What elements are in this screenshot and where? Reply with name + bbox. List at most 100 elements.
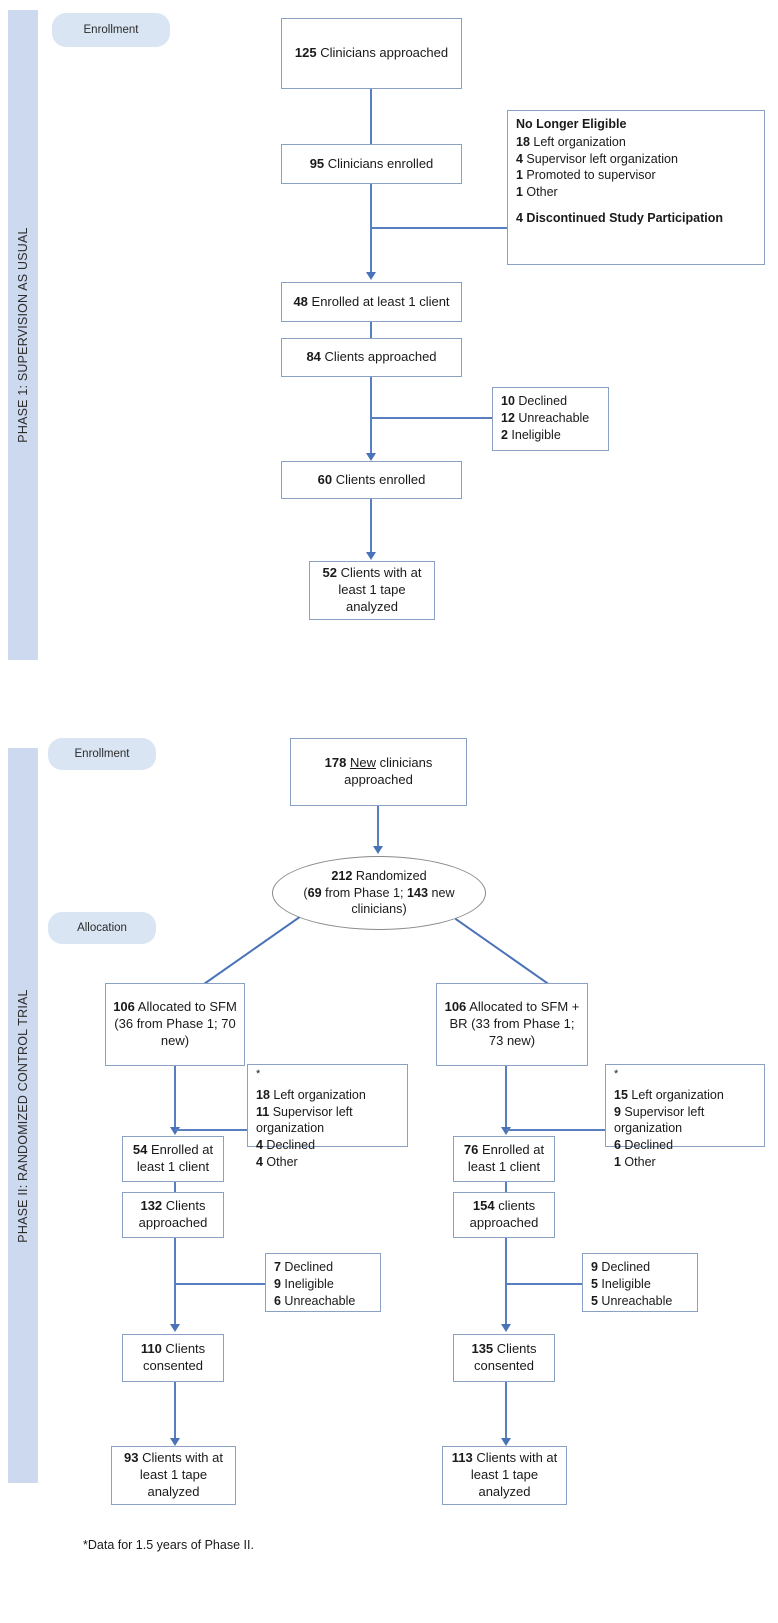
box-p1-no-longer-eligible-heading: No Longer Eligible: [516, 117, 627, 131]
arrowhead-p2-sfmbr-135-to-113: [501, 1438, 511, 1446]
arrowhead-p2-178-to-randomized: [373, 846, 383, 854]
box-p2-sfm-clients-consented-text: Clients consented: [143, 1341, 206, 1373]
box-p1-client-exclusions: 10 Declined 12 Unreachable 2 Ineligible: [492, 387, 609, 451]
box-p2-sfm-client-exclusions: 7 Declined 9 Ineligible 6 Unreachable: [265, 1253, 381, 1312]
phase2-band-label: PHASE II: RANDOMIZED CONTROL TRIAL: [16, 988, 30, 1243]
phase2-stage-pill-allocation: Allocation: [48, 912, 156, 944]
box-p2-sfm-clients-approached: 132 Clients approached: [122, 1192, 224, 1238]
connector-p2-sfm-132-to-exclusions: [175, 1283, 266, 1285]
exclusion-item: 9 Ineligible: [274, 1276, 334, 1291]
arrowhead-p1-84-to-60: [366, 453, 376, 461]
arrowhead-p2-sfm-alloc-to-54: [170, 1127, 180, 1135]
box-p2-sfm-tape-analyzed-count: 93: [123, 1450, 139, 1466]
ellipse-p2-randomized-count: 212: [331, 869, 353, 884]
box-p1-clients-approached: 84 Clients approached: [281, 338, 462, 377]
exclusion-item: 1 Other: [516, 185, 558, 199]
box-p1-enrolled-at-least-1-client-count: 48: [293, 293, 308, 309]
connector-p1-approached-to-enrolled: [370, 89, 372, 144]
connector-p1-84-to-exclusions: [371, 417, 493, 419]
exclusion-item: 5 Ineligible: [591, 1276, 651, 1291]
box-p2-sfm-allocated-count: 106: [113, 999, 135, 1015]
box-p2-new-underlined: New: [349, 755, 376, 771]
box-p1-clinicians-enrolled-count: 95: [309, 155, 325, 171]
ellipse-p2-detail-n1: 69: [307, 885, 322, 900]
box-p2-sfmbr-clients-approached: 154 clients approached: [453, 1192, 555, 1238]
connector-p2-sfmbr-alloc-to-exclusions: [506, 1129, 606, 1131]
box-p1-tape-analyzed: 52 Clients with at least 1 tape analyzed: [309, 561, 435, 620]
box-p1-clinicians-approached: 125 Clinicians approached: [281, 18, 462, 89]
phase1-stage-pill-enrollment-label: Enrollment: [83, 24, 139, 36]
box-p1-clinicians-enrolled-text: Clinicians enrolled: [324, 155, 434, 171]
figure-footnote: *Data for 1.5 years of Phase II.: [83, 1538, 254, 1552]
box-p1-clients-approached-count: 84: [306, 349, 321, 365]
box-p2-new-clinicians-count: 178: [324, 755, 347, 771]
box-p2-sfm-clients-approached-text: Clients approached: [138, 1198, 208, 1230]
box-p2-sfmbr-clients-consented: 135 Clients consented: [453, 1334, 555, 1382]
box-p2-sfmbr-tape-analyzed-text: Clients with at least 1 tape analyzed: [470, 1450, 558, 1499]
connector-p2-178-to-randomized: [377, 806, 379, 848]
phase1-band-label: PHASE 1: SUPERVISION AS USUAL: [16, 227, 30, 443]
box-p1-tape-analyzed-text: Clients with at least 1 tape analyzed: [336, 565, 422, 614]
asterisk-marker: *: [256, 1067, 261, 1080]
exclusion-item: 4 Declined: [256, 1138, 316, 1152]
exclusion-item: 11 Supervisor left organization: [256, 1104, 357, 1136]
exclusion-item: 6 Declined: [614, 1138, 674, 1152]
exclusion-item: 18 Left organization: [516, 134, 626, 149]
connector-p2-sfm-110-to-93: [174, 1382, 176, 1440]
arrowhead-p1-enrolled-to-48: [366, 272, 376, 280]
box-p2-sfmbr-clients-approached-text: clients approached: [469, 1198, 539, 1230]
box-p1-clinicians-approached-count: 125: [294, 45, 317, 61]
box-p2-sfmbr-enrolled-client-text: Enrolled at least 1 client: [467, 1142, 545, 1174]
connector-p1-enrolled-to-noteligible: [371, 227, 508, 229]
ellipse-p2-randomized-text: Randomized: [352, 869, 427, 884]
connector-p2-sfm-132-to-110: [174, 1238, 176, 1326]
box-p2-sfmbr-tape-analyzed-count: 113: [451, 1450, 473, 1466]
box-p2-new-clinicians-approached: 178 New clinicians approached: [290, 738, 467, 806]
ellipse-p2-detail-post: new clinicians): [351, 885, 455, 917]
box-p2-sfmbr-tape-analyzed: 113 Clients with at least 1 tape analyze…: [442, 1446, 567, 1505]
arrowhead-p2-sfm-110-to-93: [170, 1438, 180, 1446]
box-p1-enrolled-at-least-1-client: 48 Enrolled at least 1 client: [281, 282, 462, 322]
arrowhead-p2-sfmbr-alloc-to-76: [501, 1127, 511, 1135]
exclusion-item: 9 Declined: [591, 1260, 651, 1274]
box-p1-no-longer-eligible: No Longer Eligible 18 Left organization …: [507, 110, 765, 265]
connector-p2-sfmbr-154-to-exclusions: [506, 1283, 583, 1285]
connector-p1-84-to-60: [370, 377, 372, 455]
box-p2-sfm-tape-analyzed: 93 Clients with at least 1 tape analyzed: [111, 1446, 236, 1505]
box-p2-sfm-tape-analyzed-text: Clients with at least 1 tape analyzed: [138, 1450, 223, 1499]
exclusion-item: 18 Left organization: [256, 1087, 366, 1102]
connector-p2-sfmbr-76-to-154: [505, 1182, 507, 1192]
box-p2-sfm-clients-consented-count: 110: [140, 1341, 162, 1357]
box-p2-sfmbr-enrolled-client-count: 76: [463, 1142, 479, 1158]
spacer: [516, 201, 758, 210]
exclusion-item: 9 Supervisor left organization: [614, 1104, 708, 1136]
box-p1-clients-enrolled: 60 Clients enrolled: [281, 461, 462, 499]
exclusion-item: 10 Declined: [501, 394, 568, 408]
ellipse-p2-detail-mid: from Phase 1;: [321, 885, 407, 900]
connector-p2-sfm-alloc-to-exclusions: [175, 1129, 248, 1131]
phase1-band: PHASE 1: SUPERVISION AS USUAL: [8, 10, 38, 660]
exclusion-item: 12 Unreachable: [501, 410, 590, 425]
box-p2-sfmbr-allocated-count: 106: [444, 999, 467, 1015]
exclusion-item: 1 Promoted to supervisor: [516, 168, 656, 183]
box-p2-sfm-enrolled-client: 54 Enrolled at least 1 client: [122, 1136, 224, 1182]
connector-p1-60-to-52: [370, 499, 372, 554]
exclusion-item: 4 Supervisor left organization: [516, 151, 678, 166]
connector-p2-sfmbr-alloc-to-76: [505, 1066, 507, 1129]
exclusion-item: 15 Left organization: [614, 1087, 724, 1102]
arrowhead-p2-sfm-132-to-110: [170, 1324, 180, 1332]
ellipse-p2-detail-n2: 143: [407, 885, 429, 900]
box-p2-sfmbr-clients-consented-text: Clients consented: [474, 1341, 537, 1373]
box-p2-sfm-allocated-text: Allocated to SFM (36 from Phase 1; 70 ne…: [114, 999, 237, 1048]
box-p2-new-clinicians-text: clinicians approached: [344, 755, 433, 787]
exclusion-item: 6 Unreachable: [274, 1293, 356, 1308]
box-p2-sfm-allocated: 106 Allocated to SFM (36 from Phase 1; 7…: [105, 983, 245, 1066]
box-p2-sfmbr-client-exclusions: 9 Declined 5 Ineligible 5 Unreachable: [582, 1253, 698, 1312]
exclusion-item: 4 Other: [256, 1154, 298, 1169]
connector-p2-sfm-54-to-132: [174, 1182, 176, 1192]
connector-p2-sfmbr-154-to-135: [505, 1238, 507, 1326]
box-p2-sfm-exclusions: * 18 Left organization 11 Supervisor lef…: [247, 1064, 408, 1169]
box-p2-sfm-enrolled-client-count: 54: [132, 1142, 148, 1158]
connector-p2-sfmbr-135-to-113: [505, 1382, 507, 1440]
